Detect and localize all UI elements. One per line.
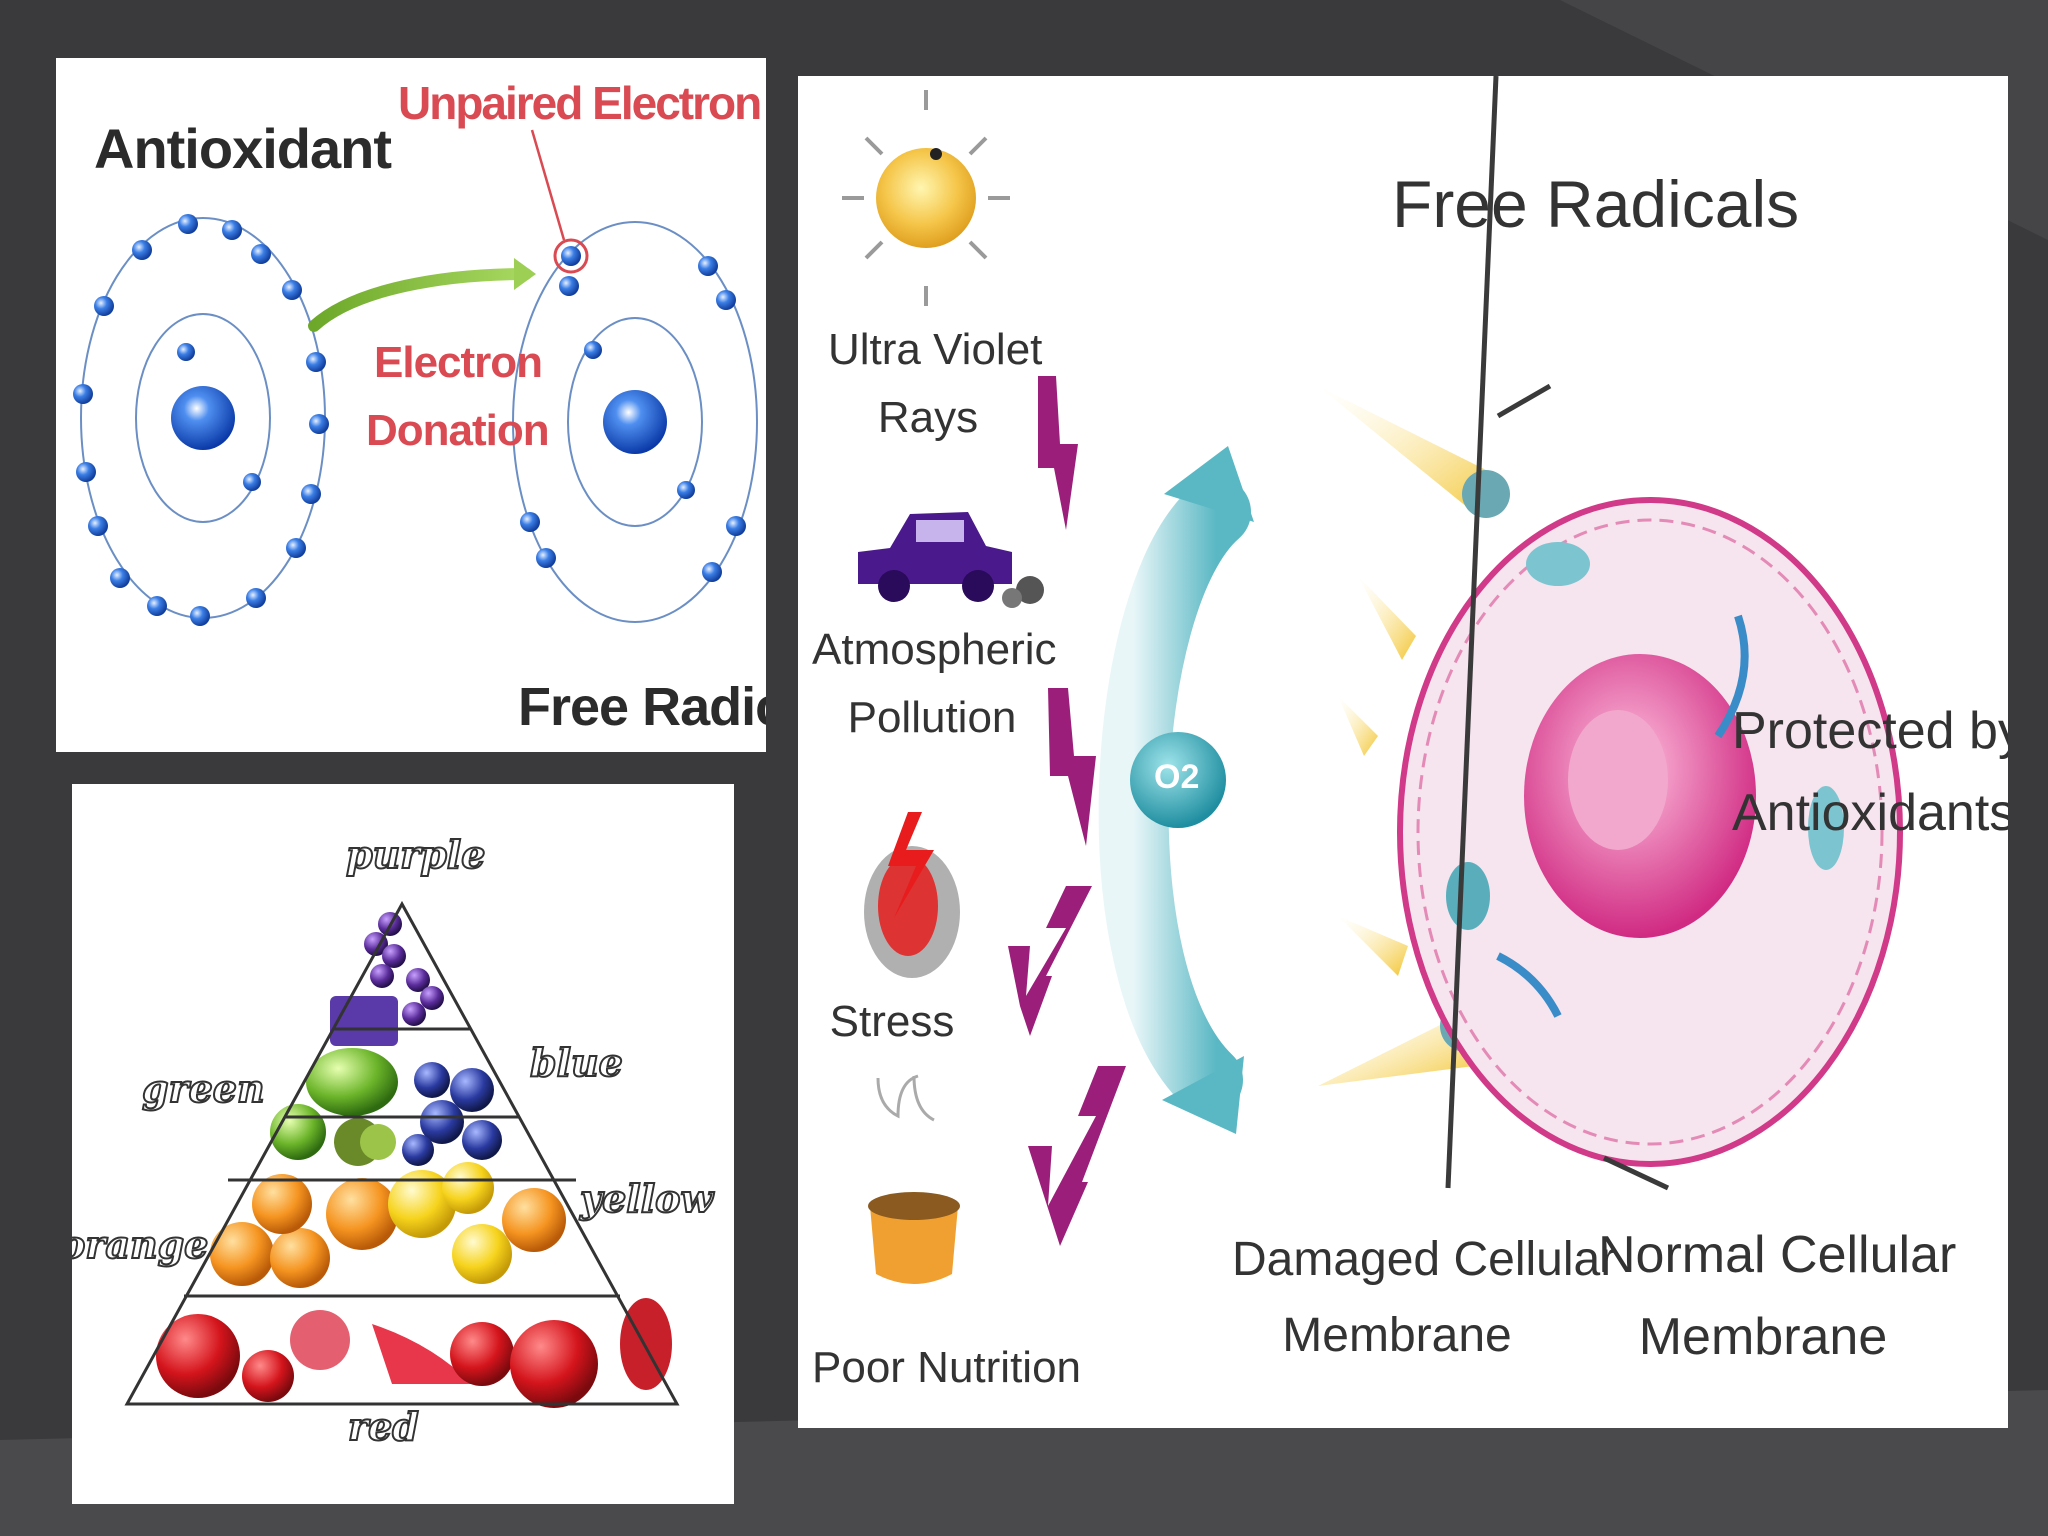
poor-nutrition-icon xyxy=(868,1074,960,1284)
red-label: red xyxy=(347,1403,420,1450)
damaged-label-line1: Damaged Cellular xyxy=(1232,1233,1617,1286)
donation-arrow xyxy=(308,268,532,332)
poor-nutrition-label: Poor Nutrition xyxy=(812,1343,1082,1392)
green-label: green xyxy=(141,1065,266,1112)
lightning-bolts xyxy=(1008,376,1126,1246)
stress-icon xyxy=(864,812,960,978)
electron-donation-label-line1: Electron xyxy=(374,338,543,387)
blue-tier-foods xyxy=(402,1062,502,1166)
o2-label: O2 xyxy=(1154,758,1200,796)
membrane-pointers xyxy=(1445,76,1670,1191)
electron-donation-label-line2: Donation xyxy=(366,406,550,455)
damaged-label-line2: Membrane xyxy=(1282,1309,1512,1362)
uv-rays-label: Ultra Violet Rays xyxy=(828,316,1043,452)
sun-icon xyxy=(842,90,1010,306)
normal-label-line2: Membrane xyxy=(1638,1308,1888,1366)
food-pyramid-diagram xyxy=(124,900,680,1408)
uv-rays-label-line1: Ultra Violet xyxy=(828,325,1043,374)
free-radical-atom xyxy=(512,221,758,623)
protected-label-line1: Protected by xyxy=(1732,702,2008,760)
free-radicals-diagram xyxy=(842,76,1903,1284)
free-radical-label: Free Radical xyxy=(518,677,766,737)
car-icon xyxy=(858,512,1044,608)
protected-by-antioxidants-label: Protected by Antioxidants xyxy=(1732,690,2008,854)
antioxidant-label: Antioxidant xyxy=(94,117,392,180)
atmospheric-pollution-label: Atmospheric Pollution xyxy=(812,616,1057,752)
antioxidant-atom xyxy=(73,214,329,626)
damaged-membrane-label: Damaged Cellular Membrane xyxy=(1232,1222,1617,1374)
stress-label: Stress xyxy=(829,997,955,1046)
antioxidant-atom-panel: Antioxidant Unpaired Electron Electron D… xyxy=(56,58,766,752)
normal-membrane-label: Normal Cellular Membrane xyxy=(1598,1214,1957,1378)
purple-label: purple xyxy=(345,831,486,878)
oxygen-cycle-arrow xyxy=(1098,446,1254,1134)
uv-rays-label-line2: Rays xyxy=(877,393,979,442)
red-tier-foods xyxy=(156,1298,672,1408)
pyramid-outline xyxy=(124,900,680,1406)
yellow-label: yellow xyxy=(579,1175,714,1222)
unpaired-electron-label: Unpaired Electron xyxy=(398,77,762,129)
cell-diagram xyxy=(1397,497,1903,1167)
pollution-label-line2: Pollution xyxy=(847,693,1017,742)
free-radicals-title: Free Radicals xyxy=(1392,167,1800,241)
color-food-pyramid-panel: purple green blue orange yellow red xyxy=(72,784,734,1504)
blue-label: blue xyxy=(529,1039,624,1086)
unpaired-electron xyxy=(561,246,581,266)
normal-label-line1: Normal Cellular xyxy=(1598,1226,1957,1284)
protected-label-line2: Antioxidants xyxy=(1732,784,2008,842)
free-radicals-panel: Free Radicals Ultra Violet Rays Atmosphe… xyxy=(798,76,2008,1428)
pollution-label-line1: Atmospheric xyxy=(812,625,1057,674)
orange-yellow-tier-foods xyxy=(210,1162,566,1288)
green-tier-foods xyxy=(270,1048,398,1166)
orange-label: orange xyxy=(72,1221,209,1268)
atom-diagram xyxy=(73,129,758,626)
